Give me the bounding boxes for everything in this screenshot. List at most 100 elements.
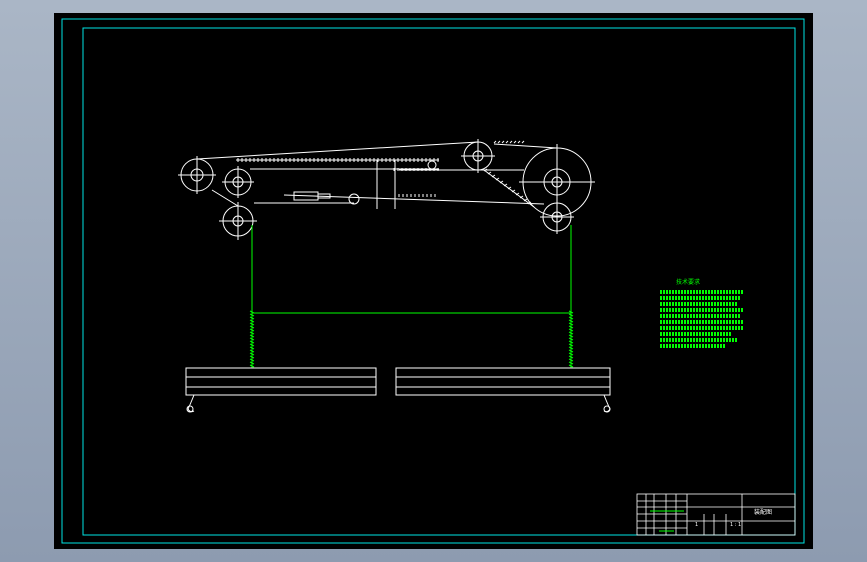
note-glyph — [714, 302, 716, 306]
note-glyph — [678, 326, 680, 330]
note-glyph — [675, 290, 677, 294]
note-glyph — [669, 302, 671, 306]
note-glyph — [663, 290, 665, 294]
cable-strand — [568, 349, 574, 353]
note-glyph — [717, 320, 719, 324]
inner-frame — [82, 27, 796, 536]
cable-strand — [249, 355, 255, 359]
note-glyph — [687, 338, 689, 342]
note-glyph — [675, 296, 677, 300]
note-glyph — [720, 326, 722, 330]
note-glyph — [726, 320, 728, 324]
technical-notes: 技术要求 — [660, 278, 743, 348]
note-glyph — [699, 308, 701, 312]
belt-lower — [283, 194, 545, 205]
note-glyph — [723, 314, 725, 318]
chain-link — [491, 174, 496, 178]
note-glyph — [693, 302, 695, 306]
note-glyph — [690, 302, 692, 306]
note-glyph — [723, 338, 725, 342]
note-glyph — [684, 290, 686, 294]
note-glyph — [669, 332, 671, 336]
note-glyph — [723, 290, 725, 294]
note-glyph — [720, 302, 722, 306]
note-glyph — [669, 338, 671, 342]
note-glyph — [672, 296, 674, 300]
note-glyph — [678, 296, 680, 300]
notes-heading: 技术要求 — [676, 278, 700, 286]
note-glyph — [687, 320, 689, 324]
note-glyph — [717, 302, 719, 306]
chain-link — [521, 140, 525, 144]
note-glyph — [741, 320, 743, 324]
note-glyph — [699, 320, 701, 324]
note-glyph — [714, 296, 716, 300]
note-glyph — [711, 326, 713, 330]
cable-strand — [249, 346, 255, 350]
note-glyph — [714, 308, 716, 312]
cable-strand — [568, 334, 574, 338]
note-glyph — [705, 338, 707, 342]
note-glyph — [729, 302, 731, 306]
hook-right — [603, 394, 611, 413]
note-glyph — [717, 344, 719, 348]
note-glyph — [702, 332, 704, 336]
note-glyph — [735, 302, 737, 306]
chain-link — [527, 201, 532, 205]
note-glyph — [720, 290, 722, 294]
note-glyph — [702, 320, 704, 324]
cable-strand — [568, 358, 574, 362]
note-glyph — [741, 326, 743, 330]
cad-viewport[interactable]: 技术要求 装配图 1 1 : 1 — [54, 13, 813, 549]
cable-strand — [568, 346, 574, 350]
note-glyph — [699, 314, 701, 318]
note-glyph — [705, 314, 707, 318]
note-glyph — [672, 302, 674, 306]
note-glyph — [723, 296, 725, 300]
note-glyph — [693, 308, 695, 312]
note-glyph — [690, 296, 692, 300]
note-glyph — [699, 338, 701, 342]
title-cell-a: 1 — [695, 522, 698, 528]
cable-strand — [568, 364, 574, 368]
title-block — [636, 493, 796, 536]
note-glyph — [687, 344, 689, 348]
note-glyph — [693, 344, 695, 348]
note-glyph — [690, 320, 692, 324]
note-glyph — [735, 308, 737, 312]
note-glyph — [708, 338, 710, 342]
note-glyph — [669, 308, 671, 312]
note-glyph — [660, 326, 662, 330]
note-glyph — [672, 290, 674, 294]
note-glyph — [735, 338, 737, 342]
note-glyph — [717, 338, 719, 342]
note-glyph — [708, 314, 710, 318]
note-glyph — [684, 326, 686, 330]
mechanism-upper — [178, 139, 595, 240]
chain-link — [513, 140, 517, 144]
cable-strand — [249, 340, 255, 344]
cable-strand — [249, 322, 255, 326]
note-glyph — [690, 314, 692, 318]
note-glyph — [675, 314, 677, 318]
drawing-name: 装配图 — [754, 508, 772, 516]
note-glyph — [696, 332, 698, 336]
note-glyph — [684, 308, 686, 312]
note-glyph — [690, 290, 692, 294]
note-glyph — [717, 332, 719, 336]
note-glyph — [663, 338, 665, 342]
note-glyph — [702, 326, 704, 330]
note-glyph — [705, 308, 707, 312]
note-glyph — [693, 296, 695, 300]
note-glyph — [708, 326, 710, 330]
suspension-cables — [251, 225, 572, 368]
note-glyph — [660, 332, 662, 336]
note-glyph — [711, 338, 713, 342]
chain-link — [503, 183, 508, 187]
note-glyph — [729, 308, 731, 312]
note-glyph — [666, 296, 668, 300]
note-glyph — [696, 302, 698, 306]
note-glyph — [666, 326, 668, 330]
note-glyph — [729, 320, 731, 324]
note-glyph — [702, 308, 704, 312]
